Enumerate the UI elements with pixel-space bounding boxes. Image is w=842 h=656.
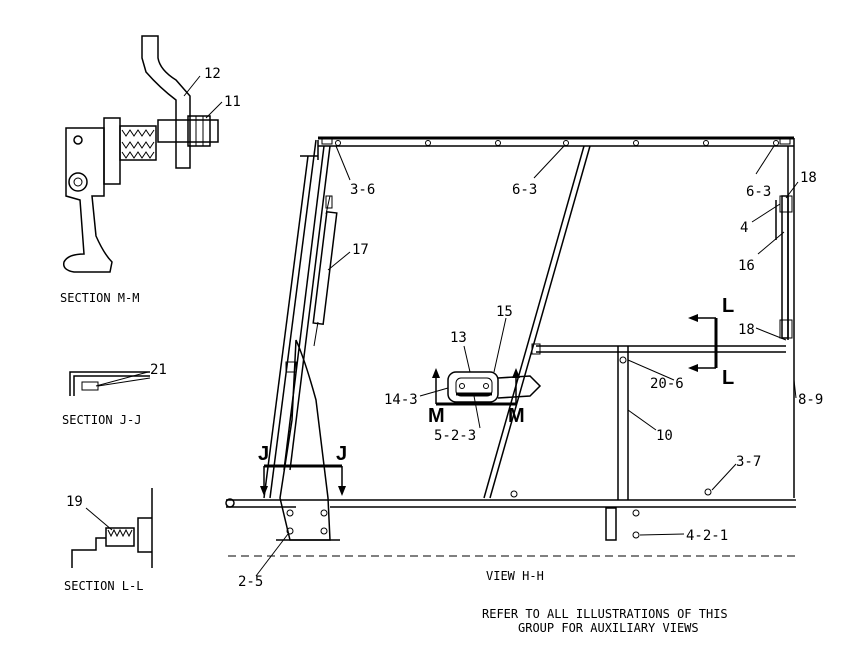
spring-coil xyxy=(121,129,155,159)
latch-rod-part-16 xyxy=(781,195,789,339)
marker-m-right: M xyxy=(508,405,525,427)
view-hh-caption: VIEW H-H xyxy=(486,569,544,583)
marker-j-right: J xyxy=(336,443,347,465)
spring-housing xyxy=(119,125,157,161)
callout-6-3-right: 6-3 xyxy=(746,184,771,200)
callout-13: 13 xyxy=(450,330,467,346)
callout-12: 12 xyxy=(204,66,221,82)
strut-base-plate xyxy=(605,507,617,541)
callout-11: 11 xyxy=(224,94,241,110)
section-ll-caption: SECTION L-L xyxy=(64,579,143,593)
callout-3-7: 3-7 xyxy=(736,454,761,470)
jj-clip-part-21 xyxy=(81,381,99,391)
bracket-body xyxy=(62,127,113,273)
leader-lines xyxy=(255,145,799,577)
section-marker-ll: L L xyxy=(688,295,734,389)
ll-bracket xyxy=(137,517,152,553)
callout-19: 19 xyxy=(66,494,83,510)
callout-10: 10 xyxy=(656,428,673,444)
ll-base xyxy=(71,537,106,568)
refer-note-line-1: REFER TO ALL ILLUSTRATIONS OF THIS xyxy=(482,607,728,621)
callout-3-6: 3-6 xyxy=(350,182,375,198)
callout-4-2-1: 4-2-1 xyxy=(686,528,728,544)
marker-l-top: L xyxy=(722,295,734,317)
section-mm-caption: SECTION M-M xyxy=(60,291,139,305)
marker-l-bottom: L xyxy=(722,367,734,389)
cylinder-part-17 xyxy=(312,210,338,326)
jj-channel-inner xyxy=(73,375,150,396)
nut-part-11 xyxy=(187,115,211,147)
post-gusset xyxy=(279,339,331,541)
section-ll-detail: 19 SECTION L-L xyxy=(64,488,153,593)
bracket-hole xyxy=(73,135,83,145)
ll-spring-part-19 xyxy=(105,527,135,547)
section-mm-detail: 12 11 SECTION M-M xyxy=(60,35,241,305)
top-frame-holes xyxy=(321,137,791,146)
callout-21: 21 xyxy=(150,362,167,378)
callout-18-top: 18 xyxy=(800,170,817,186)
left-post-assembly xyxy=(263,139,340,541)
spring-plate xyxy=(103,117,121,185)
latch-bottom-part-18 xyxy=(779,319,793,339)
section-marker-jj: J J xyxy=(258,443,347,496)
callout-18-bottom: 18 xyxy=(738,322,755,338)
section-jj-detail: 21 SECTION J-J xyxy=(62,362,167,427)
callout-4: 4 xyxy=(740,220,748,236)
callout-6-3-top: 6-3 xyxy=(512,182,537,198)
marker-j-left: J xyxy=(258,443,269,465)
diagonal-panel-edge xyxy=(489,145,591,499)
marker-m-left: M xyxy=(428,405,445,427)
callout-5-2-3: 5-2-3 xyxy=(434,428,476,444)
callout-20-6: 20-6 xyxy=(650,376,684,392)
callout-8-9: 8-9 xyxy=(798,392,823,408)
callout-15: 15 xyxy=(496,304,513,320)
callout-17: 17 xyxy=(352,242,369,258)
view-hh: M M J J L L xyxy=(225,136,823,590)
refer-note-line-2: GROUP FOR AUXILIARY VIEWS xyxy=(518,621,699,635)
lever-part-12 xyxy=(141,35,191,169)
callout-16: 16 xyxy=(738,258,755,274)
jj-channel xyxy=(69,371,150,396)
section-jj-caption: SECTION J-J xyxy=(62,413,141,427)
callout-14-3: 14-3 xyxy=(384,392,418,408)
callout-2-5: 2-5 xyxy=(238,574,263,590)
pivot-hole xyxy=(68,172,88,192)
floor-end-cap xyxy=(225,498,235,508)
handle-part-13 xyxy=(447,371,499,403)
